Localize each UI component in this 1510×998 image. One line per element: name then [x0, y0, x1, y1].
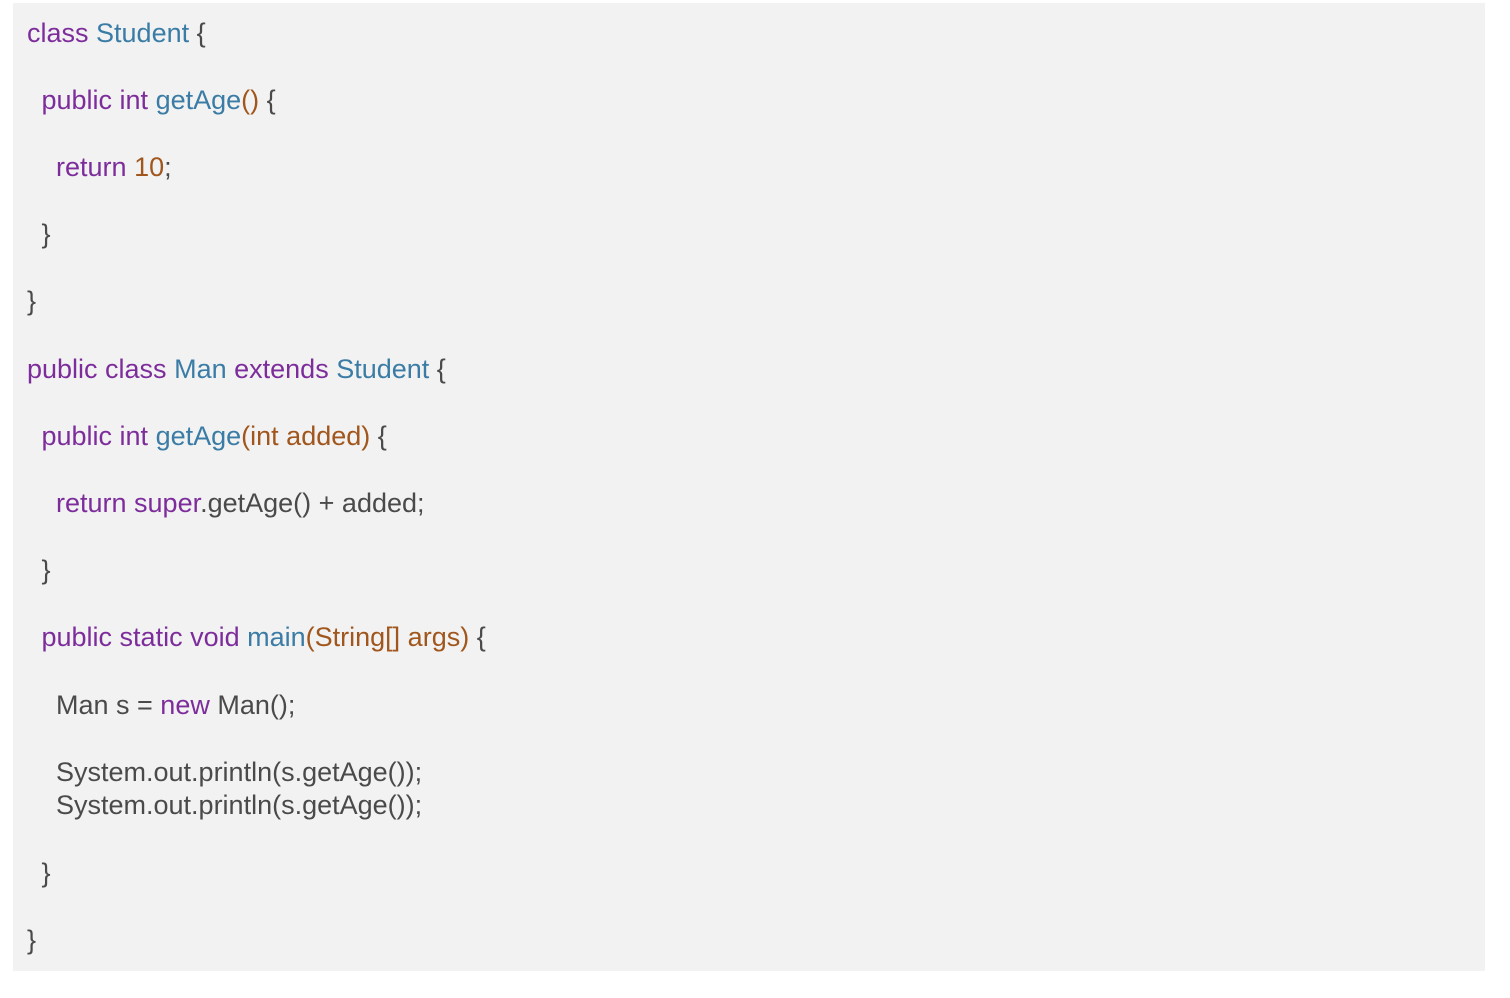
code-token: getAge — [155, 85, 242, 115]
code-token: new — [160, 690, 210, 720]
code-token: { — [259, 85, 276, 115]
code-token — [127, 152, 135, 182]
code-token: main — [247, 622, 306, 652]
code-token: Man s = — [56, 690, 161, 720]
code-block: class Student {public int getAge() {retu… — [13, 3, 1485, 971]
code-line: public int getAge() { — [42, 84, 276, 116]
code-token: System.out.println(s.getAge()); — [56, 757, 423, 787]
code-line: System.out.println(s.getAge()); — [56, 756, 422, 788]
code-token: } — [41, 555, 51, 585]
code-token: } — [41, 858, 51, 888]
code-token: getAge — [155, 421, 242, 451]
code-token — [227, 354, 235, 384]
code-line: Man s = new Man(); — [56, 689, 295, 721]
code-token: } — [27, 286, 37, 316]
code-line: } — [42, 857, 51, 889]
code-token — [240, 622, 248, 652]
code-token: { — [370, 421, 387, 451]
code-line: } — [27, 285, 36, 317]
code-token: public static void — [41, 622, 240, 652]
code-token: Student — [96, 18, 190, 48]
code-line: public class Man extends Student { — [27, 353, 446, 385]
code-token: public int — [41, 421, 149, 451]
code-token: public int — [41, 85, 149, 115]
code-token: System.out.println(s.getAge()); — [56, 790, 423, 820]
code-token: class — [27, 18, 89, 48]
code-token: Man(); — [209, 690, 296, 720]
code-line: return 10; — [56, 151, 172, 183]
code-token: 10 — [134, 152, 165, 182]
code-token: Student — [336, 354, 430, 384]
code-token: ; — [164, 152, 172, 182]
code-token: } — [27, 925, 37, 955]
code-line: public static void main(String[] args) { — [42, 621, 486, 653]
code-token — [167, 354, 175, 384]
code-token — [148, 85, 156, 115]
code-line: } — [27, 924, 36, 956]
code-token: .getAge() + added; — [200, 488, 425, 518]
code-token: extends — [234, 354, 329, 384]
code-token: } — [41, 219, 51, 249]
code-token: return — [56, 152, 127, 182]
code-token — [148, 421, 156, 451]
code-token: (String[] args) — [305, 622, 470, 652]
code-token — [89, 18, 97, 48]
code-token: { — [429, 354, 446, 384]
code-line: return super.getAge() + added; — [56, 487, 425, 519]
code-token: return super — [56, 488, 201, 518]
code-line: } — [42, 554, 51, 586]
code-line: System.out.println(s.getAge()); — [56, 789, 422, 821]
code-token: { — [189, 18, 206, 48]
code-token: public class — [27, 354, 167, 384]
code-token: (int added) — [241, 421, 371, 451]
code-line: public int getAge(int added) { — [42, 420, 387, 452]
code-token: () — [241, 85, 260, 115]
code-line: class Student { — [27, 17, 206, 49]
code-token: { — [469, 622, 486, 652]
code-line: } — [42, 218, 51, 250]
code-token: Man — [174, 354, 227, 384]
